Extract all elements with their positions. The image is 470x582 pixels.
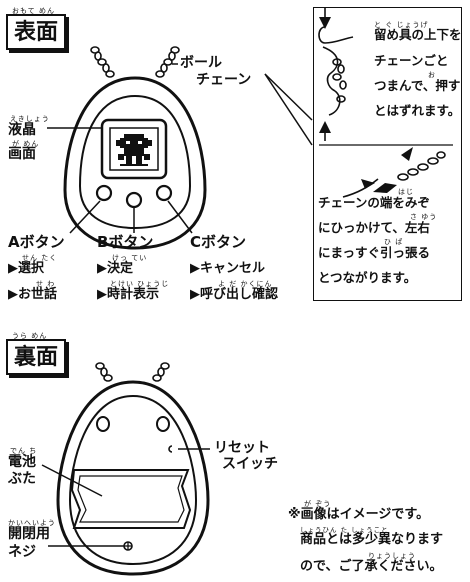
button-b-func-2: ▶時計表示 bbox=[97, 287, 159, 302]
button-a-ruby-1: せん たく bbox=[22, 254, 58, 262]
reset-label-2: スイッチ bbox=[222, 456, 278, 472]
button-b-func-1: ▶決定 bbox=[97, 261, 133, 276]
instr2-line-4: とつながります。 bbox=[318, 270, 417, 285]
chain-instructions-panel bbox=[313, 7, 462, 301]
instr1-ruby-1: と ぐ じょうげ bbox=[374, 21, 429, 29]
button-a-func-2: ▶お世話 bbox=[8, 287, 57, 302]
lcd-label-1: 液晶 bbox=[8, 122, 36, 138]
button-b-ruby-2: とけい ひょうじ bbox=[110, 280, 170, 288]
instr1-line-4: とはずれます。 bbox=[374, 103, 461, 118]
instr2-ruby-2: さ ゆう bbox=[410, 213, 438, 221]
button-a-label: Aボタン bbox=[8, 233, 65, 251]
button-a-ruby-2: せ わ bbox=[36, 280, 56, 288]
note-line-2: 商品とは多少異なります bbox=[300, 532, 444, 547]
instr2-line-3: にまっすぐ引っ張る bbox=[318, 245, 431, 260]
screw-label-2: ネジ bbox=[8, 544, 36, 560]
lcd-label-2: 画面 bbox=[8, 146, 36, 162]
button-c-func-1: ▶キャンセル bbox=[190, 261, 265, 276]
button-c-func-2: ▶呼び出し確認 bbox=[190, 287, 278, 302]
instr1-ruby-3: お bbox=[428, 71, 436, 79]
reset-label-1: リセット bbox=[214, 440, 270, 456]
front-title-ruby: おもて めん bbox=[12, 7, 55, 15]
instr1-line-3: つまんで、押す bbox=[374, 78, 461, 93]
screw-ruby: かいへいよう bbox=[8, 519, 56, 527]
battery-label-1: 電池 bbox=[8, 454, 36, 470]
lcd-ruby-1: えきしょう bbox=[10, 115, 50, 123]
instr2-line-1: チェーンの端をみぞ bbox=[318, 195, 430, 210]
note-line-1: ※画像はイメージです。 bbox=[288, 507, 430, 522]
battery-ruby: でん ち bbox=[10, 447, 38, 455]
back-title-ruby: うら めん bbox=[12, 332, 48, 340]
instr2-line-2: にひっかけて、左右 bbox=[318, 220, 430, 235]
screw-label-1: 開閉用 bbox=[8, 526, 50, 542]
front-device-illustration bbox=[47, 46, 313, 250]
button-b-ruby-1: けっ てい bbox=[112, 254, 148, 262]
note-ruby-1: が ぞう bbox=[304, 500, 332, 508]
front-title: 表面 bbox=[6, 14, 67, 50]
button-c-ruby-2: よ だ かくにん bbox=[218, 280, 273, 288]
note-ruby-2: しょうひん た しょうこと bbox=[300, 526, 389, 534]
instr2-ruby-3: ひ ぱ bbox=[384, 238, 404, 246]
button-c-label: Cボタン bbox=[190, 233, 247, 251]
battery-label-2: ぶた bbox=[8, 471, 36, 487]
instr1-line-2: チェーンごと bbox=[374, 53, 449, 68]
chain-illustrations bbox=[318, 7, 453, 198]
lcd-ruby-2: が めん bbox=[12, 140, 40, 148]
note-line-3: ので、ご了承ください。 bbox=[300, 559, 443, 574]
instr2-ruby-1: はじ bbox=[398, 188, 414, 196]
ball-chain-label-1: ボール bbox=[180, 55, 222, 71]
back-title: 裏面 bbox=[6, 339, 67, 375]
back-device-illustration bbox=[41, 362, 210, 576]
instr1-line-1: 留め具の上下を bbox=[374, 27, 462, 42]
note-ruby-3: りょうしょう bbox=[368, 552, 416, 560]
ball-chain-label-2: チェーン bbox=[196, 72, 252, 88]
button-b-label: Bボタン bbox=[97, 233, 154, 251]
button-a-func-1: ▶選択 bbox=[8, 261, 44, 276]
